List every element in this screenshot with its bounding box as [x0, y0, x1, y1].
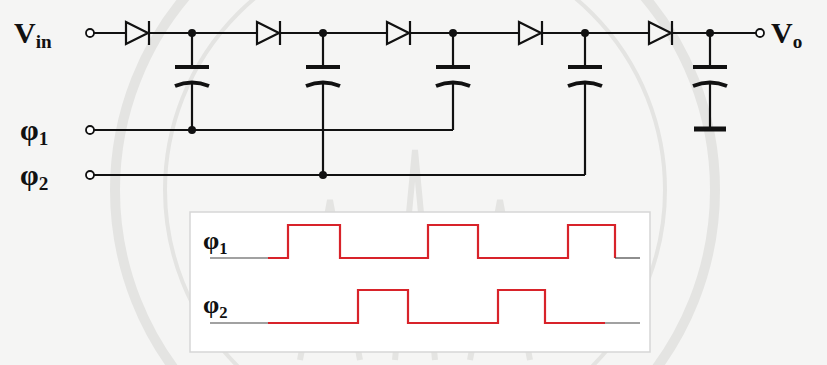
diode-symbol — [519, 21, 542, 45]
capacitor-symbol — [568, 67, 602, 86]
capacitors — [175, 67, 727, 129]
output-terminal-label: Vo — [771, 18, 802, 48]
diode-symbol — [257, 21, 280, 45]
junction-dots — [188, 29, 714, 179]
capacitor-symbol — [436, 67, 470, 86]
phi1-bus — [94, 129, 453, 131]
capacitor-symbol — [306, 67, 340, 86]
capacitor-symbol — [175, 67, 209, 86]
diodes — [126, 21, 672, 45]
phi1-waveform — [268, 225, 615, 258]
clock-signal-label: φ1 — [20, 115, 48, 145]
diode-symbol — [387, 21, 410, 45]
diode-symbol — [126, 21, 149, 45]
diode-symbol — [649, 21, 672, 45]
watermark-seal — [115, 0, 715, 365]
phi2-bus — [94, 174, 585, 176]
waveform-signal-label: φ2 — [203, 292, 228, 318]
waveform-panel — [190, 212, 650, 352]
capacitor-symbol — [693, 67, 727, 86]
wires — [94, 33, 756, 175]
phi2-waveform — [268, 290, 605, 323]
waveforms — [210, 225, 640, 323]
input-terminal-label: Vin — [14, 18, 52, 48]
terminals — [86, 29, 764, 179]
waveform-signal-label: φ1 — [203, 228, 228, 254]
ground-bar — [694, 127, 726, 132]
clock-signal-label: φ2 — [20, 160, 48, 190]
